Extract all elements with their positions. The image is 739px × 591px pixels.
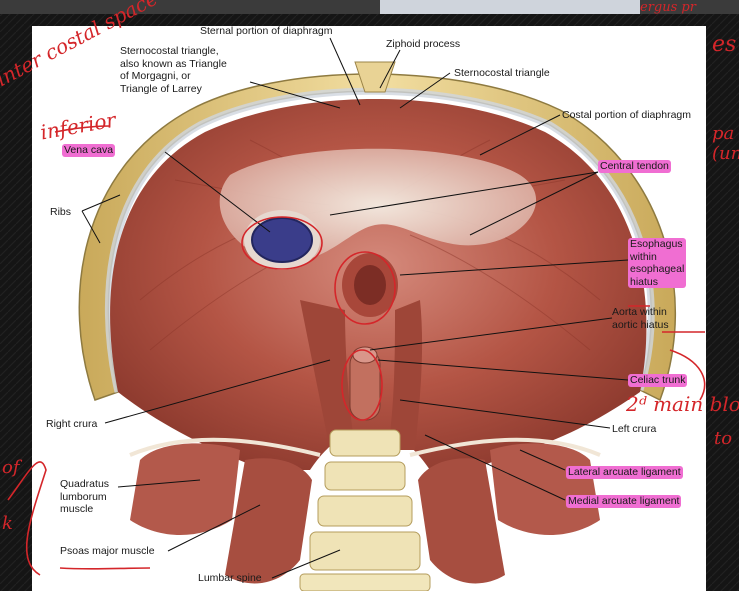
pointer-lines <box>81 37 629 579</box>
esophagus <box>354 265 386 305</box>
label-medial-arcuate: Medial arcuate ligament <box>566 495 682 508</box>
psoas-left <box>225 458 312 584</box>
label-celiac: Celiac trunk <box>628 374 688 387</box>
pen-marks <box>7 125 706 576</box>
arcuate-ligaments <box>129 437 601 457</box>
label-lateral-arcuate: Lateral arcuate ligament <box>566 466 683 479</box>
label-right-crura: Right crura <box>46 418 98 430</box>
quadratus-lumborum-left <box>130 443 240 535</box>
label-vena-cava: Vena cava <box>62 144 116 157</box>
label-left-crura: Left crura <box>612 423 657 435</box>
label-ziphoid: Ziphoid process <box>386 38 461 50</box>
label-sternocostal: Sternocostal triangle <box>454 67 550 79</box>
label-lumbar-spine: Lumbar spine <box>198 572 262 584</box>
ink-edge-right-mid: pa (un <box>712 123 739 164</box>
label-costal-portion: Costal portion of diaphragm <box>562 109 691 121</box>
ziphoid-process <box>354 61 396 93</box>
top-strip-light <box>380 0 640 14</box>
label-psoas: Psoas major muscle <box>60 545 155 557</box>
ink-edge-left-low: of k <box>2 457 20 534</box>
ink-edge-right-low: to <box>714 428 733 449</box>
ink-edge-top: ergus pr <box>640 0 696 15</box>
label-quadratus: Quadratus lumborum muscle <box>60 478 110 515</box>
label-ribs: Ribs <box>50 206 72 218</box>
lumbar-spine <box>299 429 431 591</box>
left-crus <box>388 300 423 450</box>
label-sternal-portion: Sternal portion of diaphragm <box>200 25 333 37</box>
label-aorta: Aorta within aortic hiatus <box>612 306 669 331</box>
label-central-tendon: Central tendon <box>598 160 671 173</box>
quadratus-lumborum-right <box>490 443 600 535</box>
vena-cava <box>251 217 313 263</box>
right-crus <box>300 300 355 450</box>
label-esophagus: Esophagus within esophageal hiatus <box>628 238 687 288</box>
label-sternocostal-morgagni: Sternocostal triangle, also known as Tri… <box>120 45 227 95</box>
psoas-right <box>418 458 505 584</box>
ink-main-blood: 2ᵈ main blo <box>626 392 739 416</box>
ink-edge-right-top: es <box>712 32 737 57</box>
